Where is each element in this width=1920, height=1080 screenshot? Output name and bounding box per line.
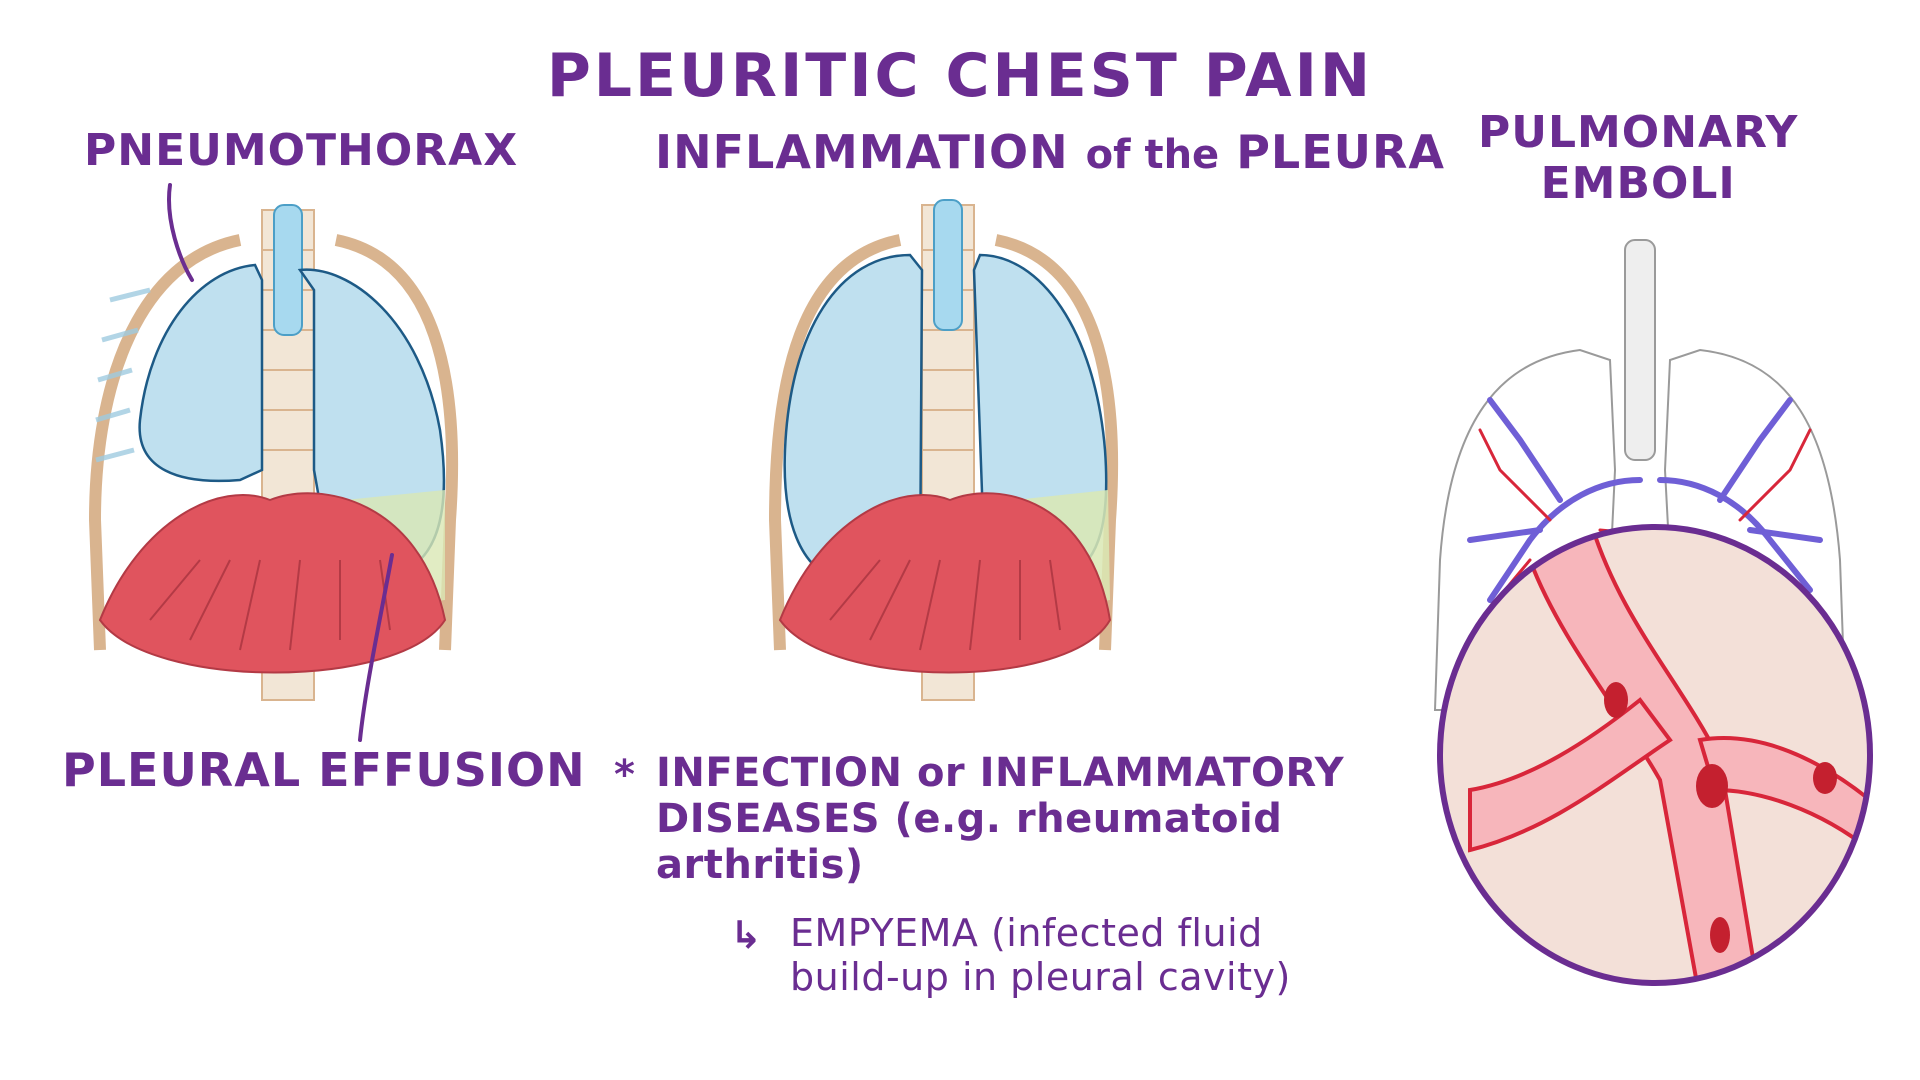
trachea-center xyxy=(933,199,963,331)
return-arrow-icon: ↳ xyxy=(730,913,763,957)
embolus-clot-1 xyxy=(1604,682,1628,718)
pulmonary-veins xyxy=(1467,397,1823,603)
label-pulmonary-emboli: PULMONARY EMBOLI xyxy=(1478,107,1799,209)
bullet-line-1: INFECTION or INFLAMMATORY xyxy=(656,750,1345,796)
embolus-clot-2 xyxy=(1696,764,1728,808)
empyema-line-1: EMPYEMA (infected fluid xyxy=(790,911,1263,955)
label-pneumothorax: PNEUMOTHORAX xyxy=(84,125,519,176)
ribcage-outline-center xyxy=(768,234,1119,651)
diaphragm-hatching-center xyxy=(829,559,1061,651)
asterisk-icon: * xyxy=(614,752,636,798)
trachea xyxy=(273,204,303,336)
heading-part-of-the: of the xyxy=(1085,132,1220,178)
inset-border xyxy=(1437,524,1873,986)
lungs-illustration-right xyxy=(1433,239,1847,711)
diaphragm-hatching-left xyxy=(149,559,391,651)
trachea-right xyxy=(1624,239,1656,461)
embolus-clot-3 xyxy=(1813,762,1837,794)
pe-line-2: EMBOLI xyxy=(1540,157,1736,209)
vessel-branch-right xyxy=(1697,736,1870,855)
thorax-illustration-left xyxy=(88,183,459,742)
ribcage-outline xyxy=(88,234,459,651)
label-pleural-effusion: PLEURAL EFFUSION xyxy=(62,743,586,797)
heading-part-pleura: PLEURA xyxy=(1236,125,1446,179)
air-space-ribs xyxy=(95,287,151,463)
collapsed-lung xyxy=(138,263,264,483)
pe-line-1: PULMONARY xyxy=(1478,107,1799,158)
heading-part-inflammation: INFLAMMATION xyxy=(655,125,1069,179)
pointer-line-pneumothorax xyxy=(167,183,194,282)
embolus-clot-4 xyxy=(1710,917,1730,953)
bullet-line-2: DISEASES (e.g. rheumatoid xyxy=(656,796,1283,842)
pointer-line-effusion xyxy=(358,553,394,742)
emboli-inset xyxy=(1437,524,1873,986)
vessel-main xyxy=(1527,527,1763,983)
diaphragm-left xyxy=(98,492,447,674)
bullet-line-3: arthritis) xyxy=(656,842,864,888)
page-title: PLEURITIC CHEST PAIN xyxy=(546,41,1374,111)
vessel-branch-left xyxy=(1468,697,1673,853)
diaphragm-center xyxy=(778,492,1112,674)
empyema-line-2: build-up in pleural cavity) xyxy=(790,954,1291,999)
label-inflammation-of-pleura: INFLAMMATION of the PLEURA xyxy=(655,126,1445,179)
thorax-illustration-center xyxy=(768,199,1119,701)
